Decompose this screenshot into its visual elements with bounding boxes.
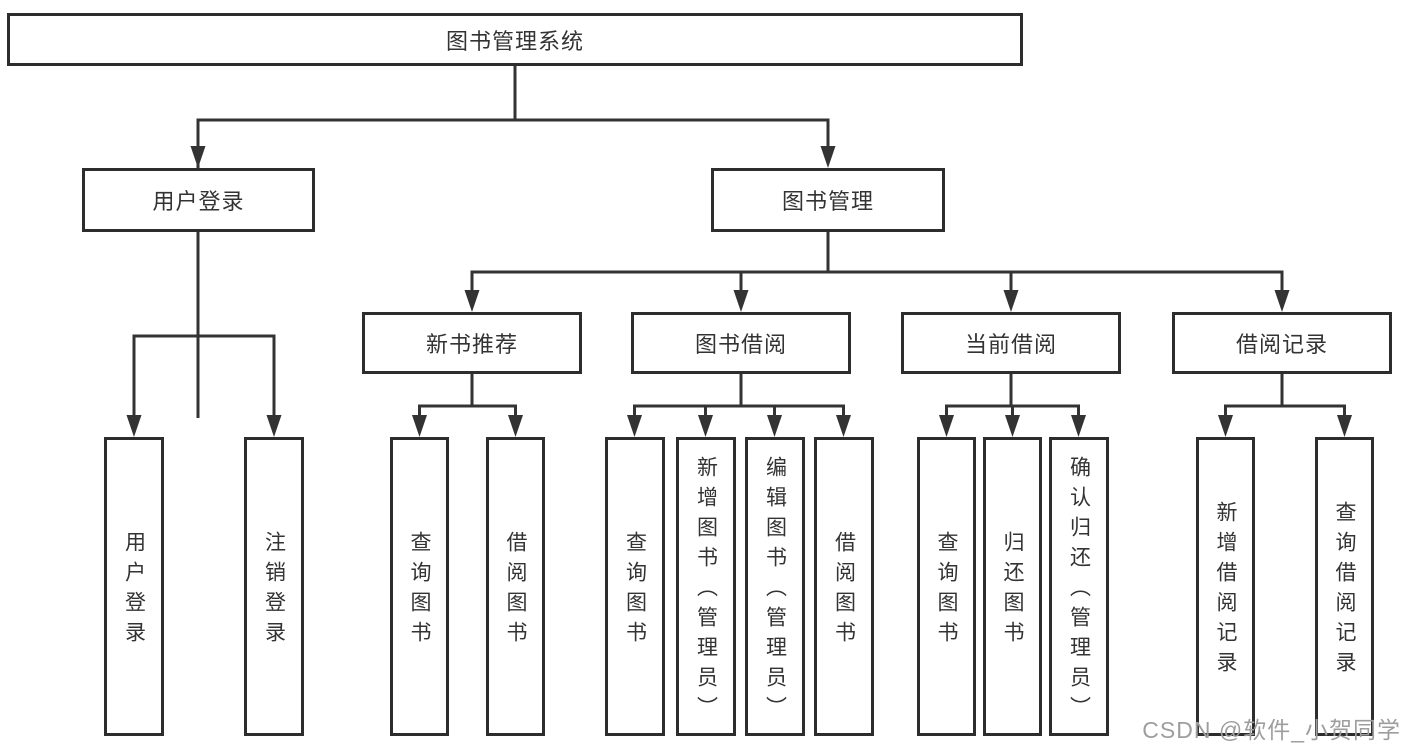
edge-records-to-leaves bbox=[1218, 374, 1352, 437]
node-book-management: 图书管理 bbox=[711, 168, 945, 232]
leaf-query-borrow-record: 查询借阅记录 bbox=[1315, 437, 1374, 736]
node-current-borrow: 当前借阅 bbox=[901, 312, 1121, 374]
edge-userlogin-to-leaves bbox=[126, 232, 282, 437]
node-user-login: 用户登录 bbox=[82, 168, 315, 232]
edge-newbook-to-leaves bbox=[412, 374, 523, 437]
leaf-add-book-admin: 新增图书（管理员） bbox=[676, 437, 736, 736]
leaf-return-book: 归还图书 bbox=[983, 437, 1042, 736]
leaf-logout: 注销登录 bbox=[244, 437, 304, 736]
node-book-borrow: 图书借阅 bbox=[631, 312, 851, 374]
edge-bookmgmt-to-level3 bbox=[464, 232, 1290, 312]
leaf-confirm-return-admin: 确认归还（管理员） bbox=[1049, 437, 1109, 736]
node-root: 图书管理系统 bbox=[7, 13, 1023, 66]
leaf-borrow-books-2: 借阅图书 bbox=[814, 437, 874, 736]
leaf-borrow-books-1: 借阅图书 bbox=[486, 437, 545, 736]
leaf-add-borrow-record: 新增借阅记录 bbox=[1196, 437, 1255, 736]
node-new-book-recommend: 新书推荐 bbox=[362, 312, 582, 374]
node-borrow-records: 借阅记录 bbox=[1172, 312, 1392, 374]
leaf-edit-book-admin: 编辑图书（管理员） bbox=[745, 437, 805, 736]
edge-current-to-leaves bbox=[939, 374, 1086, 437]
watermark: CSDN @软件_小贺同学 bbox=[1142, 717, 1401, 743]
leaf-query-books-2: 查询图书 bbox=[605, 437, 665, 736]
leaf-query-books-1: 查询图书 bbox=[390, 437, 449, 736]
edge-root-to-level2 bbox=[190, 64, 836, 418]
edge-borrow-to-leaves bbox=[627, 374, 851, 437]
leaf-user-login: 用户登录 bbox=[104, 437, 164, 736]
leaf-query-books-3: 查询图书 bbox=[917, 437, 976, 736]
